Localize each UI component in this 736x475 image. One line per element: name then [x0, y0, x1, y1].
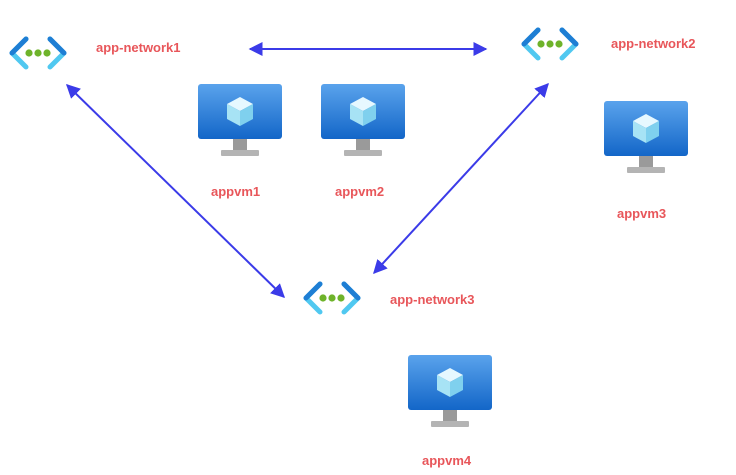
- network-label-app-network2: app-network2: [611, 36, 696, 51]
- vm-label-appvm4: appvm4: [422, 453, 472, 468]
- connection-app-network2-app-network3: [373, 82, 549, 275]
- virtual-network-icon[interactable]: [8, 36, 68, 75]
- network-label-app-network3: app-network3: [390, 292, 475, 307]
- vm-label-appvm2: appvm2: [335, 184, 385, 199]
- virtual-network-icon[interactable]: [520, 27, 580, 66]
- virtual-machine-icon[interactable]: [197, 83, 283, 166]
- virtual-machine-icon[interactable]: [407, 354, 493, 437]
- connection-app-network1-app-network3: [65, 84, 286, 298]
- network-label-app-network1: app-network1: [96, 40, 181, 55]
- virtual-network-icon[interactable]: [302, 281, 362, 320]
- virtual-machine-icon[interactable]: [603, 100, 689, 183]
- virtual-machine-icon[interactable]: [320, 83, 406, 166]
- vm-label-appvm3: appvm3: [617, 206, 667, 221]
- vm-label-appvm1: appvm1: [211, 184, 261, 199]
